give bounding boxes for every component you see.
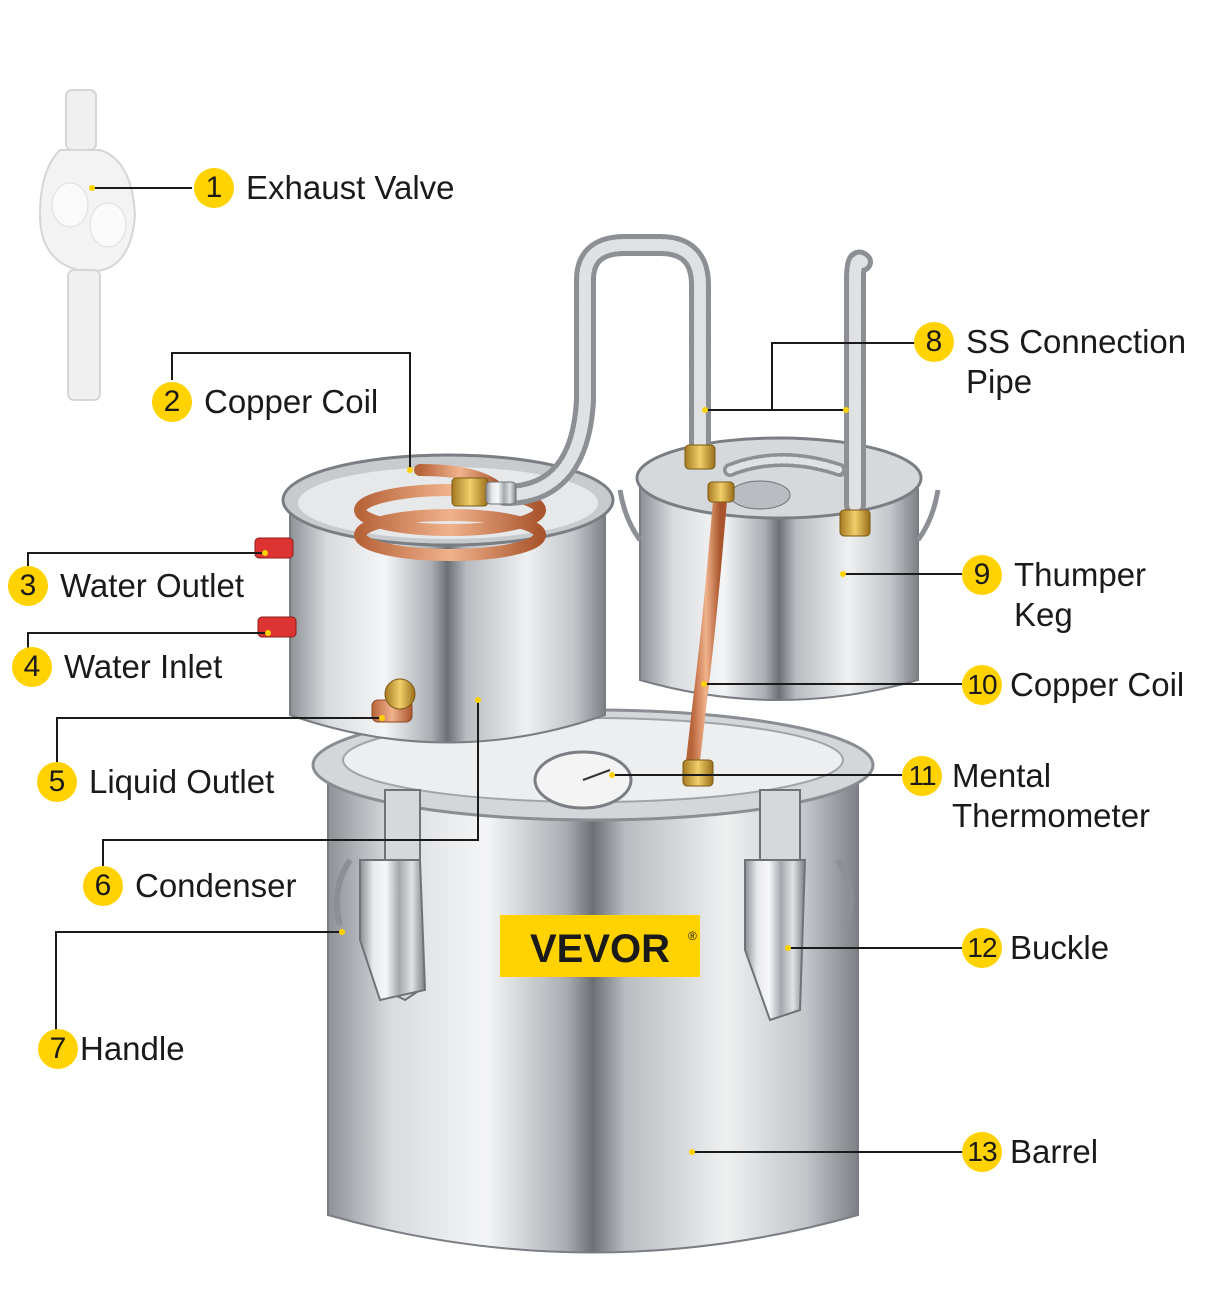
part-name-line1: SS Connection xyxy=(966,323,1187,360)
part-name-line2: Keg xyxy=(1014,596,1073,633)
part-label-2: 2 Copper Coil xyxy=(152,382,378,422)
part-name: Water Inlet xyxy=(64,648,223,685)
part-number-badge: 8 xyxy=(914,322,954,362)
part-label-9: 9 Thumper Keg xyxy=(962,555,1146,635)
part-name-line2: Pipe xyxy=(966,363,1033,400)
thumper-keg-shape xyxy=(617,436,941,701)
part-number-badge: 1 xyxy=(194,168,234,208)
leader-lines xyxy=(27,187,962,1153)
condenser-shape xyxy=(254,453,615,744)
part-name: Barrel xyxy=(1010,1133,1099,1170)
part-label-13: 13 Barrel xyxy=(962,1132,1098,1172)
part-number-badge: 9 xyxy=(962,555,1002,595)
part-name: Liquid Outlet xyxy=(89,763,275,800)
part-label-1: 1 Exhaust Valve xyxy=(194,168,455,208)
svg-text:®: ® xyxy=(688,929,697,943)
part-number-badge: 6 xyxy=(83,866,123,906)
leader-dots xyxy=(89,185,849,1155)
part-name: Copper Coil xyxy=(204,383,379,420)
vevor-logo: VEVOR ® xyxy=(500,915,700,977)
part-name-line2: Thermometer xyxy=(952,797,1151,834)
part-label-10: 10 Copper Coil xyxy=(962,665,1184,705)
part-label-6: 6 Condenser xyxy=(83,866,296,906)
part-name: Condenser xyxy=(135,867,297,904)
pipe-fittings xyxy=(451,444,871,537)
part-name: Mental Thermometer xyxy=(952,756,1150,836)
part-name: Exhaust Valve xyxy=(246,169,455,206)
part-name: Water Outlet xyxy=(60,567,244,604)
part-label-5: 5 Liquid Outlet xyxy=(37,762,274,802)
part-number-badge: 13 xyxy=(962,1132,1002,1172)
part-name: Handle xyxy=(80,1030,185,1067)
part-name: Copper Coil xyxy=(1010,666,1185,703)
part-number-badge: 3 xyxy=(8,566,48,606)
handle-shapes xyxy=(333,858,854,926)
exhaust-valve-shape xyxy=(38,89,137,401)
svg-text:VEVOR: VEVOR xyxy=(530,927,670,971)
ss-connection-pipes xyxy=(494,234,873,516)
part-number-badge: 7 xyxy=(38,1029,78,1069)
part-name: Thumper Keg xyxy=(1014,555,1146,635)
copper-coil-pipe xyxy=(682,481,735,787)
part-name: SS Connection Pipe xyxy=(966,322,1186,402)
part-name: Buckle xyxy=(1010,929,1110,966)
part-label-12: 12 Buckle xyxy=(962,928,1109,968)
part-name-line1: Mental xyxy=(952,757,1052,794)
part-number-badge: 10 xyxy=(962,665,1002,705)
part-name-line1: Thumper xyxy=(1014,556,1147,593)
part-label-3: 3 Water Outlet xyxy=(8,566,244,606)
part-label-4: 4 Water Inlet xyxy=(12,647,222,687)
part-number-badge: 4 xyxy=(12,647,52,687)
thermometer-shape xyxy=(533,750,633,810)
part-number-badge: 2 xyxy=(152,382,192,422)
part-number-badge: 5 xyxy=(37,762,77,802)
part-label-11: 11 Mental Thermometer xyxy=(902,756,1150,836)
part-number-badge: 12 xyxy=(962,928,1002,968)
part-label-7: 7 Handle xyxy=(38,1029,185,1069)
part-label-8: 8 SS Connection Pipe xyxy=(914,322,1186,402)
part-number-badge: 11 xyxy=(902,756,942,796)
